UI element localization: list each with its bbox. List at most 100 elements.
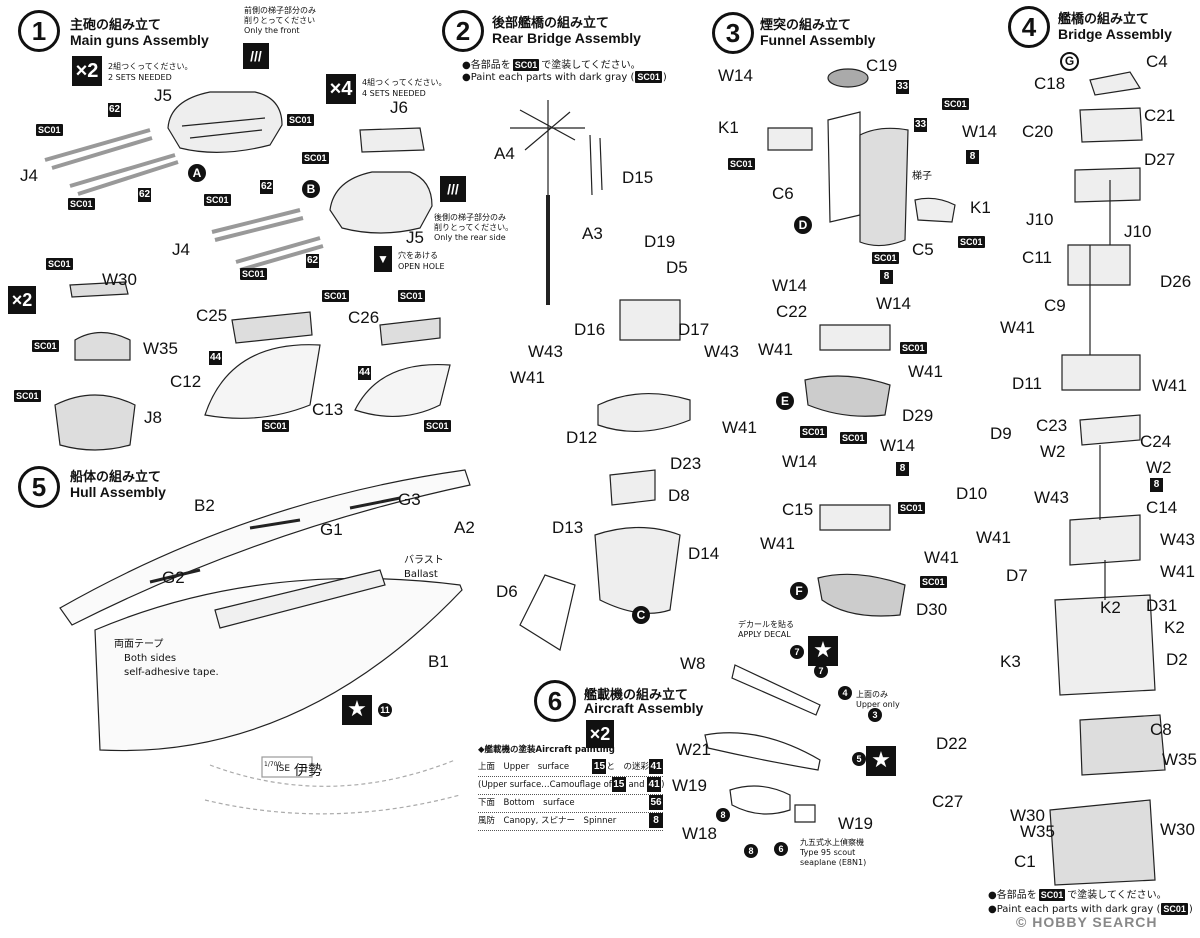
sc01-badge: SC01: [512, 59, 540, 71]
note-en-b: ): [662, 72, 667, 83]
watermark-text: HOBBY SEARCH: [1032, 914, 1158, 930]
part-label: C26: [348, 308, 380, 327]
step-6-title-en: Aircraft Assembly: [584, 700, 704, 716]
step-1-multiplier-b-count: 4: [341, 78, 353, 100]
decal-number: 11: [378, 703, 392, 717]
part-label: K3: [1000, 652, 1021, 671]
part-label: C1: [1014, 852, 1036, 871]
part-label: W41: [760, 534, 795, 553]
paint-code: 8: [649, 813, 663, 828]
part-label: J4: [20, 166, 38, 185]
part-label: W41: [758, 340, 793, 359]
hobby-search-watermark: © HOBBY SEARCH: [1016, 914, 1158, 930]
part-label: W41: [908, 362, 943, 381]
step-1-number: 1: [18, 10, 60, 52]
part-label: W43: [528, 342, 563, 361]
paint-row-text: と の迷彩: [606, 762, 649, 772]
aircraft-drawing: [704, 664, 821, 823]
part-label: W14: [718, 66, 753, 85]
bridge-tower-drawing: [1049, 71, 1166, 886]
step-1-mult2-en: 4 SETS NEEDED: [362, 89, 426, 98]
plane-name-jp: 九五式水上偵察機: [800, 838, 864, 847]
decal-star-icon: ★: [808, 636, 838, 666]
part-label: A2: [454, 518, 475, 537]
step-1-multiplier-count: 2: [87, 60, 99, 82]
part-label: D22: [936, 734, 968, 753]
part-label: C23: [1036, 416, 1068, 435]
part-label: C22: [776, 302, 808, 321]
paint-code: 15: [611, 777, 626, 792]
part-label: W41: [1160, 562, 1195, 581]
part-label: W30: [1160, 820, 1195, 839]
part-label: J4: [172, 240, 190, 259]
paint-row-value: 15と の迷彩41: [592, 759, 663, 776]
paint-number: 62: [108, 103, 121, 117]
ballast-en: Ballast: [404, 569, 438, 580]
sc01-badge: SC01: [920, 576, 947, 588]
step-4-number: 4: [1008, 6, 1050, 48]
file-icon-front: ///: [243, 43, 269, 69]
turret-a-drawing: [44, 91, 283, 196]
assembly-letter: B: [302, 180, 320, 198]
step-1-title-jp: 主砲の組み立て: [70, 18, 162, 33]
part-label: D12: [566, 428, 598, 447]
assembly-letter: E: [776, 392, 794, 410]
paint-code: 56: [649, 795, 663, 810]
tape-en2: self-adhesive tape.: [124, 667, 219, 678]
part-label: C11: [1022, 248, 1052, 267]
step-3-number: 3: [712, 12, 754, 54]
step-5-title-en: Hull Assembly: [70, 484, 166, 500]
part-label: D2: [1166, 650, 1188, 669]
part-label: W43: [1034, 488, 1069, 507]
paint-dot: 6: [774, 842, 788, 856]
front-note-jp: 前側の梯子部分のみ: [244, 6, 316, 15]
plane-name-en1: Type 95 scout: [800, 848, 856, 857]
part-label: W43: [704, 342, 739, 361]
part-label: K1: [718, 118, 739, 137]
part-label: W41: [1152, 376, 1187, 395]
part-label: D26: [1160, 272, 1192, 291]
part-label: W41: [976, 528, 1011, 547]
paint-dot: 5: [852, 752, 866, 766]
paint-number: 62: [138, 188, 151, 202]
part-label: K1: [970, 198, 991, 217]
part-label: G3: [398, 490, 421, 509]
hole-note-en: OPEN HOLE: [398, 262, 445, 271]
paint-dot: 7: [814, 664, 828, 678]
decal-star-icon: ★: [342, 695, 372, 725]
sc01-badge: SC01: [800, 426, 827, 438]
part-label: D6: [496, 582, 518, 601]
part-label: W30: [1010, 806, 1045, 825]
step-6-multiplier-count: 2: [600, 724, 611, 744]
part-label: D11: [1012, 374, 1042, 393]
paint-row: 上面 Upper surface 15と の迷彩41: [478, 759, 663, 777]
assembly-letter: F: [790, 582, 808, 600]
step-6-number: 6: [534, 680, 576, 722]
sc01-badge: SC01: [424, 420, 451, 432]
step-1-multiplier-c: ×2: [8, 286, 36, 314]
hull-drawing: [59, 469, 471, 815]
part-label: G1: [320, 520, 343, 539]
step-4-paint-note-en: ●Paint each parts with dark gray (SC01): [988, 903, 1193, 915]
sc01-badge: SC01: [635, 71, 662, 83]
part-label: D30: [916, 600, 948, 619]
part-label: C9: [1044, 296, 1066, 315]
part-label: A3: [582, 224, 603, 243]
part-label: J10: [1124, 222, 1152, 241]
assembly-letter: D: [794, 216, 812, 234]
part-label: W14: [962, 122, 997, 141]
rear-bridge-drawing: [510, 100, 691, 651]
step-1-multiplier: ×2: [72, 56, 102, 86]
decal-note-en: APPLY DECAL: [738, 630, 791, 639]
file-icon-rear: ///: [440, 176, 466, 202]
assembly-letter: C: [632, 606, 650, 624]
sc01-badge: SC01: [322, 290, 349, 302]
part-label: C19: [866, 56, 898, 75]
note-en-b: ): [1188, 904, 1193, 915]
part-label: J5: [406, 228, 424, 247]
step-4-title-jp: 艦橋の組み立て: [1058, 12, 1150, 27]
nameplate-en: ISE: [276, 764, 291, 774]
front-note-jp2: 削りとってください: [244, 16, 316, 25]
